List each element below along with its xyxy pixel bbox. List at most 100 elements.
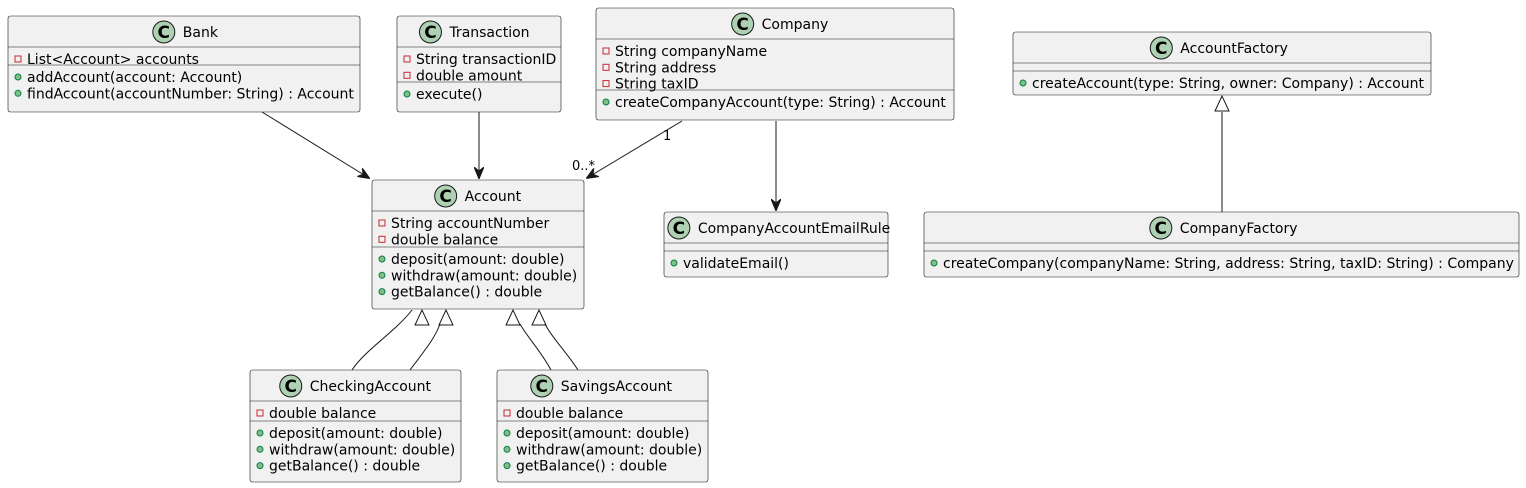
class-attribute: String address [615,60,716,76]
class-attribute: String companyName [615,44,767,60]
class-name: CompanyFactory [1180,221,1298,237]
class-attribute: double amount [416,68,523,84]
class-name: CheckingAccount [310,379,432,395]
class-stereotype-letter: C [1155,219,1167,239]
class-stereotype-icon [530,374,554,398]
private-visibility-icon [14,55,22,63]
class-method: execute() [416,87,482,103]
public-visibility-icon [14,89,22,97]
class-method: getBalance() : double [516,459,667,475]
private-visibility-icon [403,71,411,79]
class-box [249,369,462,483]
class-stereotype-icon [731,12,755,36]
class-box [663,211,889,278]
private-visibility-icon [256,409,264,417]
class-stereotype-icon [434,184,458,208]
class-name: AccountFactory [1180,41,1288,57]
class-method: validateEmail() [683,256,789,272]
class-method: createCompanyAccount(type: String) : Acc… [615,95,946,111]
class-attribute: double balance [391,232,498,248]
edge-company-account [587,120,683,178]
class-name: Company [762,17,829,33]
private-visibility-icon [503,409,511,417]
public-visibility-icon [378,288,386,296]
class-method: addAccount(account: Account) [27,70,242,86]
class-method: withdraw(amount: double) [391,268,577,284]
class-stereotype-letter: C [439,187,451,207]
class-attribute: String transactionID [416,52,556,68]
class-attribute: double balance [516,406,623,422]
class-stereotype-letter: C [736,15,748,35]
class-attribute: double balance [269,406,376,422]
class-stereotype-letter: C [285,377,297,397]
edge-checking-account-a [351,309,413,371]
edge-checking-account-b [409,323,441,371]
class-method: withdraw(amount: double) [269,442,455,458]
edge-savings-account-b [544,323,579,371]
public-visibility-icon [403,90,411,98]
class-box [595,7,955,121]
class-name: Bank [183,25,219,41]
public-visibility-icon [670,259,678,267]
multiplicity-company-end: 1 [663,129,671,144]
private-visibility-icon [378,235,386,243]
private-visibility-icon [602,63,610,71]
public-visibility-icon [256,462,264,470]
public-visibility-icon [256,429,264,437]
public-visibility-icon [503,445,511,453]
class-attribute: String accountNumber [391,216,549,232]
generalization-arrowhead [414,308,430,326]
class-box [923,211,1520,278]
class-method: findAccount(accountNumber: String) : Acc… [27,86,354,102]
edge-savings-account-a [519,323,552,371]
class-stereotype-icon [152,20,176,44]
class-checking: C CheckingAccount double balance deposit(am… [249,369,462,483]
class-box [496,369,709,483]
public-visibility-icon [1019,79,1027,87]
generalization-arrowhead [505,308,521,326]
private-visibility-icon [378,219,386,227]
public-visibility-icon [930,259,938,267]
generalization-arrowhead [438,308,454,326]
class-stereotype-letter: C [673,219,685,239]
class-stereotype-icon [1149,216,1173,240]
class-stereotype-letter: C [158,23,170,43]
class-name: CompanyAccountEmailRule [698,221,890,237]
class-box [7,15,361,113]
class-method: createAccount(type: String, owner: Compa… [1032,76,1424,92]
class-method: withdraw(amount: double) [516,442,702,458]
class-method: deposit(amount: double) [269,426,442,442]
public-visibility-icon [602,98,610,106]
generalization-arrowhead [1214,94,1230,112]
generalization-arrowhead [531,308,547,326]
public-visibility-icon [14,73,22,81]
multiplicity-layer: 1 0..* [572,129,671,174]
private-visibility-icon [602,80,610,88]
class-stereotype-letter: C [1155,39,1167,59]
class-stereotype-icon [418,20,442,44]
class-stereotype-icon [1149,36,1173,60]
class-stereotype-letter: C [424,23,436,43]
class-stereotype-icon [279,374,303,398]
class-name: Account [465,189,522,205]
class-method: deposit(amount: double) [391,252,564,268]
class-emailrule: C CompanyAccountEmailRule validateEmail() [663,211,890,278]
class-method: getBalance() : double [269,459,420,475]
public-visibility-icon [503,429,511,437]
class-attribute: List<Account> accounts [27,52,199,68]
class-method: deposit(amount: double) [516,426,689,442]
class-attribute: String taxID [615,77,699,93]
private-visibility-icon [403,55,411,63]
edge-bank-account [261,111,369,178]
public-visibility-icon [503,462,511,470]
class-name: SavingsAccount [561,379,673,395]
multiplicity-account-end: 0..* [572,159,596,174]
class-stereotype-icon [667,216,691,240]
class-box [371,179,585,310]
